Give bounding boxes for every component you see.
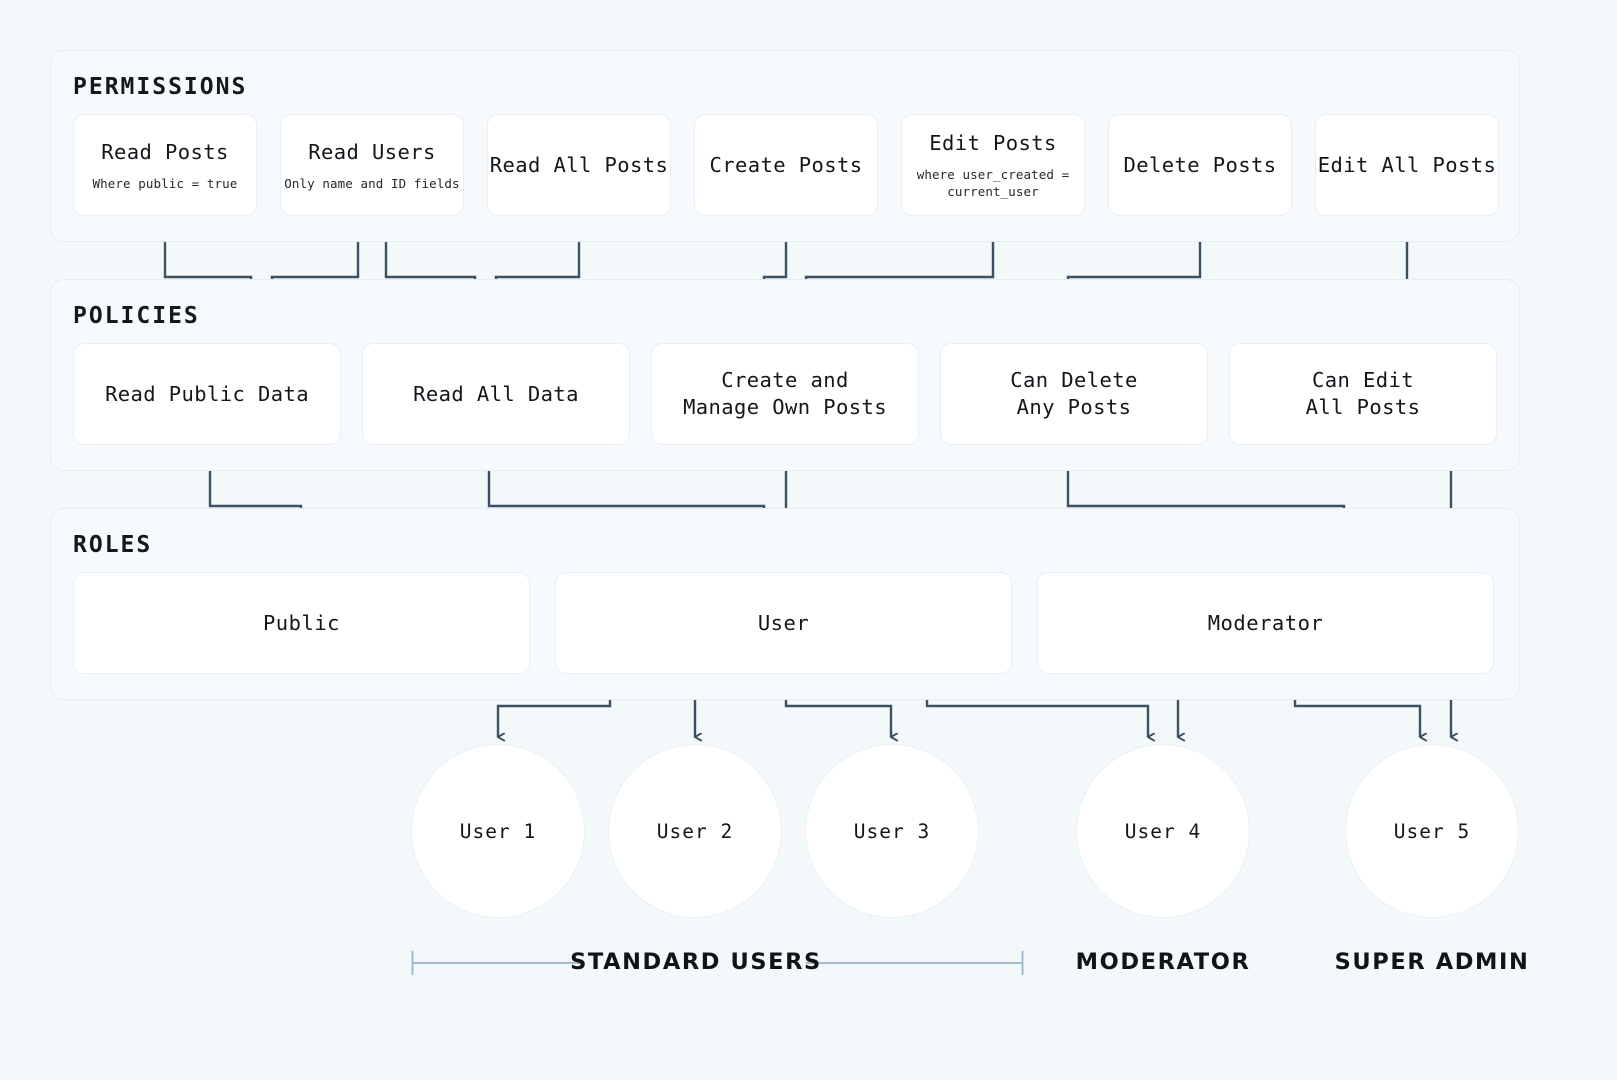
permission-card[interactable]: Edit Posts where user_created = current_… xyxy=(901,114,1085,216)
user-node[interactable]: User 5 xyxy=(1345,744,1519,918)
user-node[interactable]: User 2 xyxy=(608,744,782,918)
permission-title: Delete Posts xyxy=(1123,152,1277,177)
user-node[interactable]: User 4 xyxy=(1076,744,1250,918)
permission-card[interactable]: Delete Posts xyxy=(1108,114,1292,216)
permission-title: Read All Posts xyxy=(489,152,669,177)
policy-title: Read All Data xyxy=(413,381,579,406)
section-title-roles: ROLES xyxy=(73,532,153,558)
role-title: User xyxy=(757,611,810,635)
section-title-permissions: PERMISSIONS xyxy=(73,74,248,100)
user-label: User 3 xyxy=(853,819,931,843)
permission-title: Read Posts xyxy=(101,139,229,164)
permission-subtitle: Where public = true xyxy=(92,175,238,191)
permission-title: Edit All Posts xyxy=(1317,152,1497,177)
group-label-super-admin: SUPER ADMIN xyxy=(1334,949,1530,975)
role-card[interactable]: Moderator xyxy=(1037,572,1494,674)
permission-title: Edit Posts xyxy=(929,131,1057,155)
policy-card[interactable]: Create and Manage Own Posts xyxy=(651,343,919,445)
permission-subtitle: where user_created = current_user xyxy=(916,167,1070,199)
group-label-moderator: MODERATOR xyxy=(1075,949,1251,975)
permission-title: Create Posts xyxy=(709,152,863,177)
policy-title: Can Edit All Posts xyxy=(1305,368,1421,419)
user-node[interactable]: User 3 xyxy=(805,744,979,918)
role-card[interactable]: User xyxy=(555,572,1012,674)
policy-title: Create and Manage Own Posts xyxy=(683,368,887,419)
policy-card[interactable]: Can Edit All Posts xyxy=(1229,343,1497,445)
policy-title: Can Delete Any Posts xyxy=(1010,368,1138,419)
user-label: User 4 xyxy=(1124,819,1202,843)
role-title: Public xyxy=(262,611,341,635)
permission-title: Read Users xyxy=(308,139,436,164)
permission-card[interactable]: Read Users Only name and ID fields xyxy=(280,114,464,216)
user-node[interactable]: User 1 xyxy=(411,744,585,918)
permission-subtitle: Only name and ID fields xyxy=(284,175,460,191)
user-label: User 1 xyxy=(459,819,537,843)
role-title: Moderator xyxy=(1207,611,1324,635)
user-label: User 2 xyxy=(656,819,734,843)
policy-card[interactable]: Read All Data xyxy=(362,343,630,445)
permission-card[interactable]: Read Posts Where public = true xyxy=(73,114,257,216)
user-label: User 5 xyxy=(1393,819,1471,843)
section-title-policies: POLICIES xyxy=(73,303,200,329)
permission-card[interactable]: Read All Posts xyxy=(487,114,671,216)
policy-card[interactable]: Can Delete Any Posts xyxy=(940,343,1208,445)
permission-card[interactable]: Edit All Posts xyxy=(1315,114,1499,216)
role-card[interactable]: Public xyxy=(73,572,530,674)
group-label-standard-users: STANDARD USERS xyxy=(570,949,822,975)
policy-title: Read Public Data xyxy=(105,381,309,406)
permission-card[interactable]: Create Posts xyxy=(694,114,878,216)
policy-card[interactable]: Read Public Data xyxy=(73,343,341,445)
